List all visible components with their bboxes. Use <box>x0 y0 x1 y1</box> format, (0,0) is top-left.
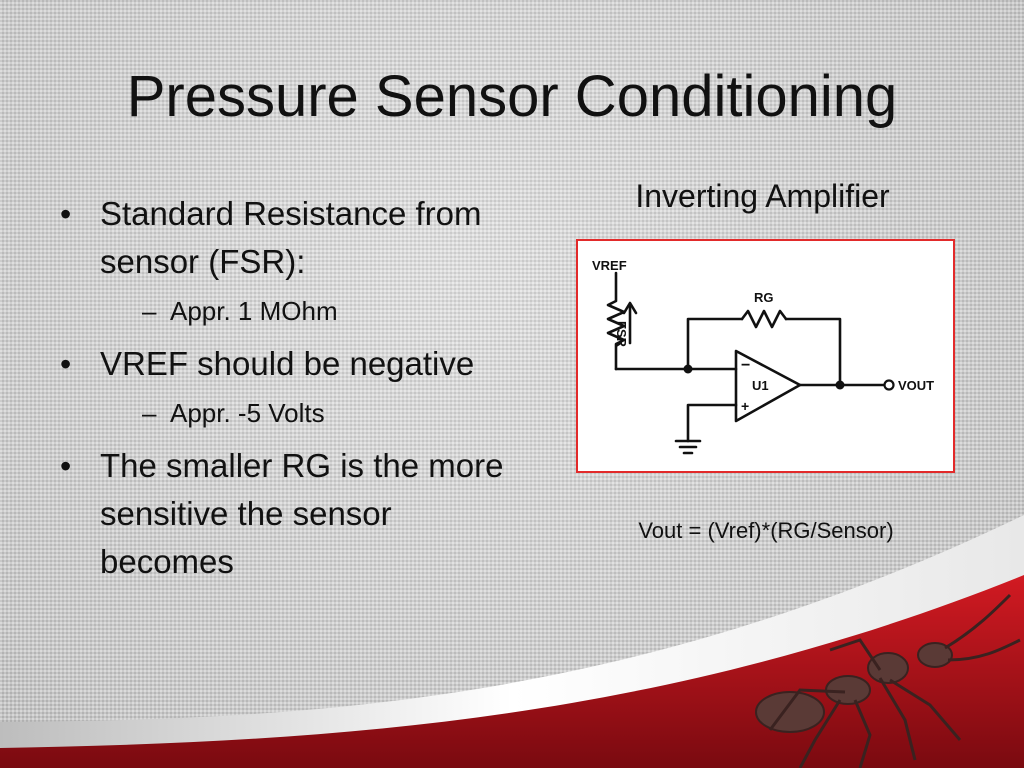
bullet-marker: • <box>60 448 72 484</box>
bullet-text: Standard Resistance from sensor (FSR): <box>100 195 482 280</box>
sub-bullet-text: Appr. -5 Volts <box>170 398 325 428</box>
bullet-text: VREF should be negative <box>100 345 475 382</box>
ground-wire <box>686 403 738 443</box>
circuit-diagram: VREF FSR RG U1 − + VOUT <box>576 239 955 473</box>
ant-silhouette <box>755 593 1021 768</box>
vref-label: VREF <box>592 258 627 273</box>
noninverting-input-label: + <box>741 398 750 414</box>
junction-dot <box>835 380 845 390</box>
sub-bullet-marker: – <box>142 296 157 326</box>
vout-label: VOUT <box>898 378 935 393</box>
silver-band <box>0 515 1024 752</box>
bullet-marker: • <box>60 196 72 232</box>
slide-title: Pressure Sensor Conditioning <box>126 64 898 129</box>
bullet-item: • VREF should be negative – Appr. -5 Vol… <box>60 340 510 432</box>
opamp-label: U1 <box>752 378 769 393</box>
fsr-resistor <box>606 271 626 371</box>
ground-symbol <box>674 439 702 455</box>
diagram-title: Inverting Amplifier <box>635 178 890 214</box>
circuit-schematic <box>606 271 895 455</box>
feedback-wire <box>686 317 744 371</box>
opamp-triangle <box>734 349 802 423</box>
sub-bullet: – Appr. -5 Volts <box>126 394 510 432</box>
sub-bullet: – Appr. 1 MOhm <box>126 292 510 330</box>
bullet-item: • The smaller RG is the more sensitive t… <box>60 442 510 586</box>
inverting-input-label: − <box>741 357 751 374</box>
bullet-list: • Standard Resistance from sensor (FSR):… <box>60 190 510 592</box>
rg-resistor <box>740 309 788 329</box>
bullet-text: The smaller RG is the more sensitive the… <box>100 447 504 580</box>
junction-dot <box>683 364 693 374</box>
bullet-item: • Standard Resistance from sensor (FSR):… <box>60 190 510 330</box>
sub-bullet-marker: – <box>142 398 157 428</box>
vout-terminal <box>883 379 895 391</box>
sub-bullet-text: Appr. 1 MOhm <box>170 296 338 326</box>
gain-formula: Vout = (Vref)*(RG/Sensor) <box>638 518 894 543</box>
rg-label: RG <box>754 290 774 305</box>
bullet-marker: • <box>60 346 72 382</box>
